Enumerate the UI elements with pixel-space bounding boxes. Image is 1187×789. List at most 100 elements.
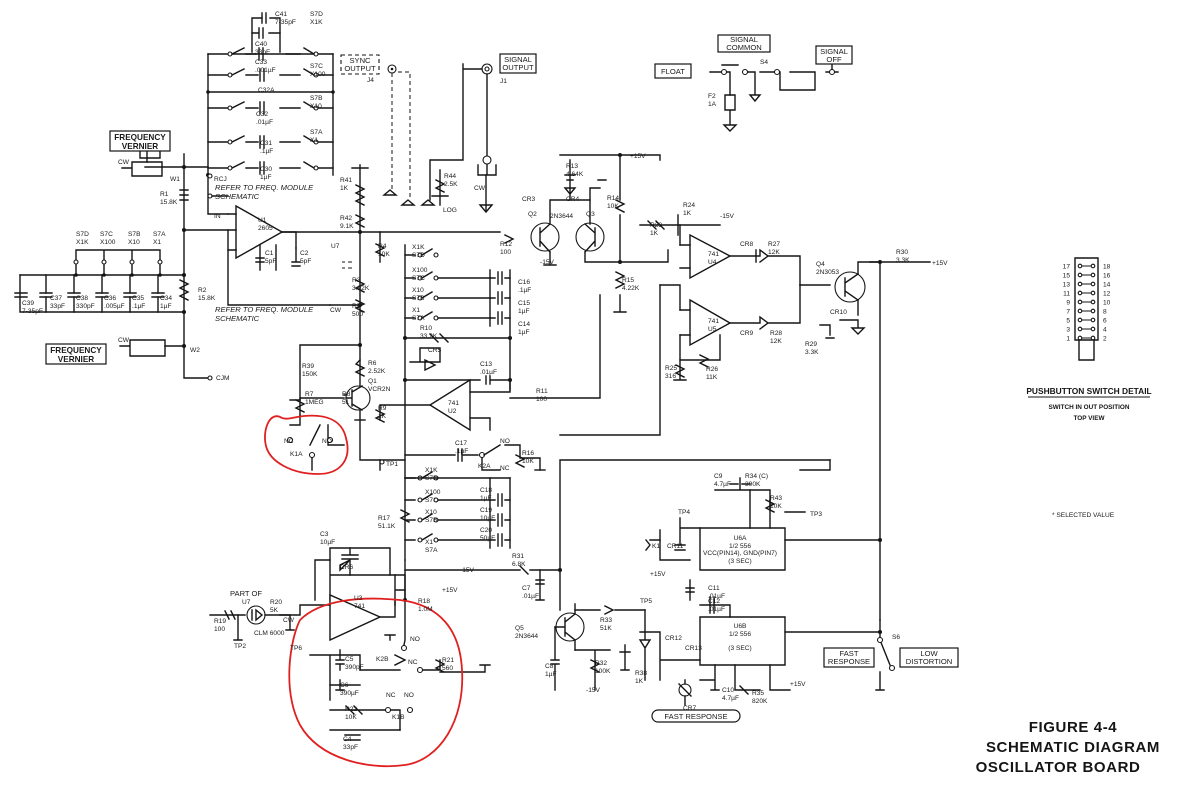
label-r32-1: R32 <box>595 660 607 667</box>
s6-switch <box>875 619 896 691</box>
label-r29-1: R29 <box>805 341 817 348</box>
label-s6: S6 <box>892 634 900 641</box>
k2a-section <box>404 444 546 471</box>
label-r39-2: 150K <box>302 371 318 378</box>
pin-label-left: 11 <box>1063 291 1070 298</box>
label-c35-1: C35 <box>132 295 144 302</box>
pin-contact <box>1077 335 1083 341</box>
outputs-j4-j1 <box>382 63 497 214</box>
label-r24-2: 1K <box>683 210 692 217</box>
label-r35-2: 820K <box>752 698 768 705</box>
label-c31-2: .1µF <box>260 148 273 155</box>
label-p15v-4: +15V <box>650 571 666 578</box>
label-c16-1: C16 <box>518 279 530 286</box>
label-r34-2: 390K <box>745 481 761 488</box>
label-c9-2: 4.7µF <box>714 481 731 488</box>
label-s7a-a-2: S7A <box>412 315 425 322</box>
label-cr7: CR7 <box>683 705 697 712</box>
label-tp2: TP2 <box>234 643 246 650</box>
label-rcj: RCJ <box>214 176 227 183</box>
pin-contact <box>1077 317 1083 323</box>
label-cr10: CR10 <box>830 309 847 316</box>
label-r6-1: R6 <box>368 360 377 367</box>
label-m15v-4: -15V <box>586 687 601 694</box>
label-s7d-a-1: X1K <box>412 244 425 251</box>
label-s7a-mid-1: S7A <box>153 231 166 238</box>
box-sync-output-l2: OUTPUT <box>344 64 376 73</box>
label-r6-2: 2.52K <box>368 368 386 375</box>
label-tp3: TP3 <box>810 511 822 518</box>
label-no4: NO <box>404 692 414 699</box>
pin-contact <box>1077 308 1083 314</box>
label-f2-2: 1A <box>708 101 717 108</box>
label-r13-2: 4.64K <box>566 171 584 178</box>
label-c7-1: C7 <box>522 585 531 592</box>
label-p15v-3: +15V <box>442 587 458 594</box>
label-c13-2: .01µF <box>480 369 497 376</box>
label-c2-1: C2 <box>300 250 309 257</box>
pin-contact <box>1090 317 1096 323</box>
label-in: IN <box>214 213 221 220</box>
box-sync-output-l1: SYNC <box>349 56 371 65</box>
label-r22-2: 10K <box>345 714 357 721</box>
pin-contact <box>1077 263 1083 269</box>
label-r28-2: 12K <box>770 338 782 345</box>
box-signal-off-l1: SIGNAL <box>820 47 848 56</box>
label-r31-2: 6.8K <box>512 561 526 568</box>
pushbutton-subtitle-1: SWITCH IN OUT POSITION <box>1049 404 1130 411</box>
label-s7d-top-1: S7D <box>310 11 323 18</box>
note-refer-mid-l2: SCHEMATIC <box>215 314 260 323</box>
pin-contact <box>1077 272 1083 278</box>
box-fast-response-l2: RESPONSE <box>828 657 870 666</box>
label-r41-1: R41 <box>340 177 352 184</box>
pin-label-right: 16 <box>1103 273 1111 280</box>
label-s7c-a-2: S7C <box>412 275 425 282</box>
label-r13-1: R13 <box>566 163 578 170</box>
label-r19-2: 100 <box>214 626 225 633</box>
label-c12-2: .01µF <box>708 606 725 613</box>
label-c4-2: 33pF <box>343 744 358 751</box>
input-section <box>119 149 362 381</box>
label-r18-1: R18 <box>418 598 430 605</box>
label-cr6: CR6 <box>340 564 354 571</box>
switch-row-x10 <box>227 101 319 115</box>
label-s7d-b-1: X1K <box>425 467 438 474</box>
label-u4-2: U4 <box>708 259 717 266</box>
label-s7c-b-2: S7C <box>425 497 438 504</box>
label-c7-2: .01µF <box>522 593 539 600</box>
label-u6a-2: 1/2 556 <box>729 543 751 550</box>
label-cr3: CR3 <box>522 196 536 203</box>
s4-float-block <box>709 59 839 132</box>
label-nc1: NC <box>284 438 294 445</box>
pin-label-left: 15 <box>1063 273 1071 280</box>
note-refer-top-l2: SCHEMATIC <box>215 192 260 201</box>
q5-section <box>404 459 831 691</box>
label-s7c-top-2: X100 <box>310 71 326 78</box>
label-f2-1: F2 <box>708 93 716 100</box>
label-p15v-2: +15V <box>932 260 948 267</box>
label-c38-2: 330pF <box>76 303 95 310</box>
label-m15v-1: -15V <box>540 259 555 266</box>
label-s7a-mid-2: X1 <box>153 239 161 246</box>
u3-section <box>209 547 491 741</box>
label-r14-2: 10K <box>607 203 619 210</box>
label-r21-2: 560 <box>442 665 453 672</box>
note-refer-mid-l1: REFER TO FREQ. MODULE <box>215 305 314 314</box>
label-tp4: TP4 <box>678 509 690 516</box>
label-no1: NO <box>322 438 332 445</box>
label-r26-2: 11K <box>706 374 718 381</box>
box-float: FLOAT <box>661 67 685 76</box>
label-c3-2: 10µF <box>320 539 335 546</box>
label-q1-2: VCR2N <box>368 386 391 393</box>
label-r2-1: R2 <box>198 287 207 294</box>
label-tp1: TP1 <box>386 461 398 468</box>
label-cr8: CR8 <box>740 241 754 248</box>
box-fast-response-l1: FAST <box>840 649 859 658</box>
label-cr4: CR4 <box>566 196 580 203</box>
pin-label-left: 3 <box>1066 327 1070 334</box>
label-r17-2: 51.1K <box>378 523 396 530</box>
label-m15v-3: -15V <box>460 567 475 574</box>
label-c31-1: C31 <box>260 140 272 147</box>
label-u6b-2: 1/2 556 <box>729 631 751 638</box>
